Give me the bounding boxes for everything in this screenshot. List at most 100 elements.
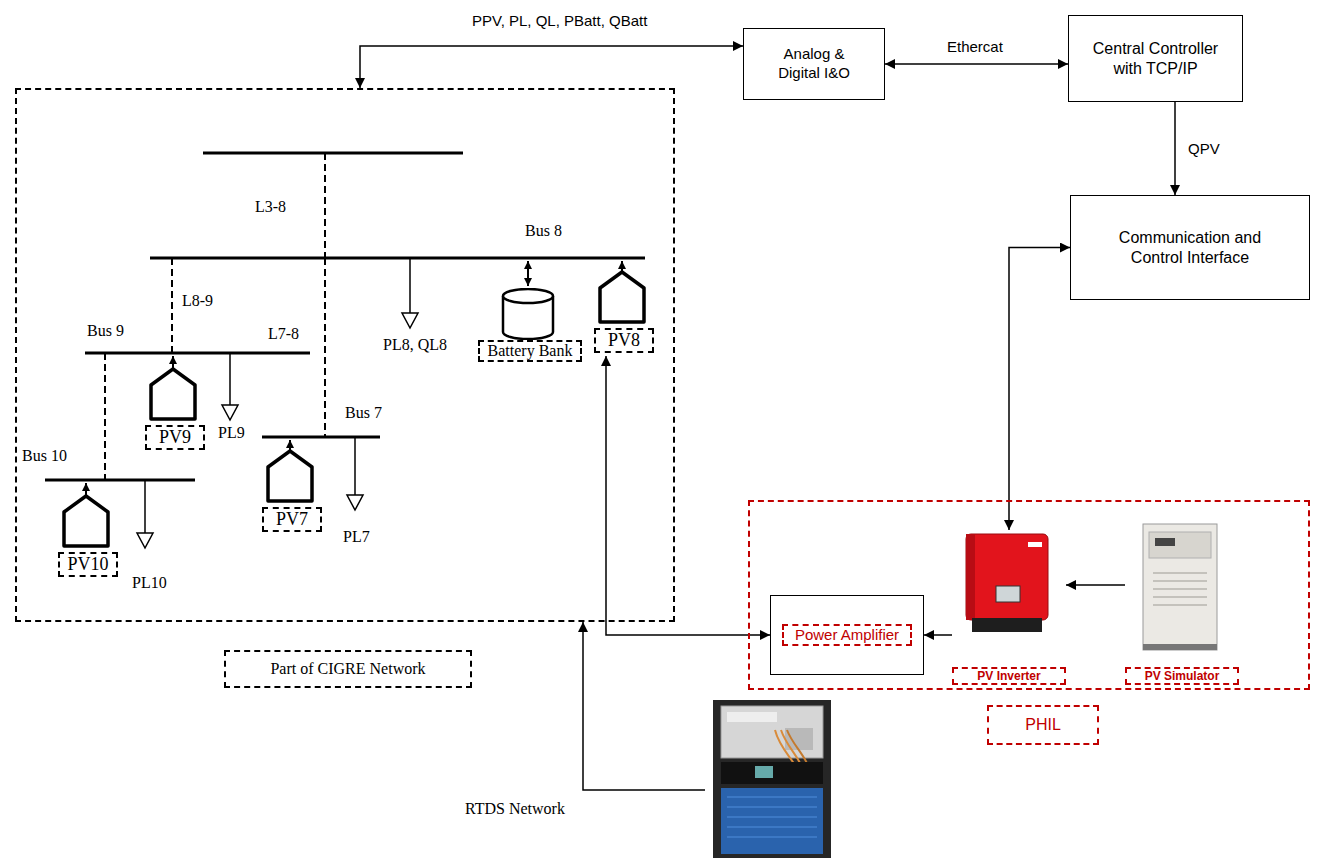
pv-unit-part xyxy=(268,451,312,501)
battery-bank-part xyxy=(503,296,553,339)
load-label: PL8, QL8 xyxy=(383,336,447,354)
region-label: Part of CIGRE Network xyxy=(224,650,472,688)
region-label: PHIL xyxy=(987,705,1099,745)
load-label: PL9 xyxy=(218,424,245,442)
node-label: PV Simulator xyxy=(1125,667,1239,685)
rtds-rack-part xyxy=(727,826,817,828)
load-symbol xyxy=(137,533,153,548)
pv-unit-symbol xyxy=(262,447,318,505)
pv-unit-part xyxy=(64,496,108,546)
battery-arrow xyxy=(527,261,529,286)
pv-inverter-part xyxy=(972,618,1042,632)
feeder-line xyxy=(324,258,326,437)
bus-label: Bus 10 xyxy=(22,447,67,465)
connector-arrow xyxy=(583,622,705,790)
connector-arrow xyxy=(360,46,743,88)
process-box: Central Controller with TCP/IP xyxy=(1068,15,1243,102)
node-label: Communication and Control Interface xyxy=(1105,228,1275,268)
connector-arrow xyxy=(1009,248,1070,531)
line-label: L3-8 xyxy=(255,198,286,216)
pv-simulator-part xyxy=(1143,524,1217,650)
bus-line xyxy=(150,257,645,260)
pv-inverter-part xyxy=(1028,542,1042,547)
pv-unit-part xyxy=(151,369,195,419)
feeder-line xyxy=(171,258,173,353)
rtds-rack: RTDS Network xyxy=(705,700,837,858)
pv-unit-symbol xyxy=(145,365,201,423)
network-region: PHILPower AmplifierPV InverterPV Simulat… xyxy=(748,500,1310,690)
pv-feed-arrow xyxy=(172,356,174,369)
pv-feed-arrow xyxy=(86,261,622,496)
load-symbol xyxy=(137,258,418,548)
process-box: Communication and Control Interface xyxy=(1070,195,1310,300)
pv-inverter-part xyxy=(996,586,1020,602)
pv-unit: PV8 xyxy=(594,268,654,356)
feeder-line xyxy=(104,353,106,480)
pv-feed-arrow xyxy=(289,440,291,451)
signal-label: QPV xyxy=(1186,140,1222,158)
pv-simulator-symbol xyxy=(1125,522,1235,654)
rtds-rack-part xyxy=(781,730,805,775)
connector-arrow xyxy=(1174,102,1176,195)
node-label: Analog & Digital I&O xyxy=(767,45,862,83)
feeder-line xyxy=(324,153,326,258)
signal-label: PPV, PL, QL, PBatt, QBatt xyxy=(470,12,649,30)
node-label: RTDS Network xyxy=(465,800,565,818)
pv-unit-part xyxy=(600,272,644,322)
rtds-rack-part xyxy=(713,700,831,858)
connector-arrow xyxy=(1066,584,1125,586)
bus-label: Bus 7 xyxy=(345,404,382,422)
load-label: PL7 xyxy=(343,528,370,546)
rtds-rack-part xyxy=(787,730,811,775)
pv-simulator-part xyxy=(1153,572,1207,574)
pv-feed-arrow xyxy=(621,261,623,272)
rtds-rack-part xyxy=(721,762,823,784)
bus-label: Bus 8 xyxy=(525,222,562,240)
load-symbol xyxy=(144,480,146,533)
rtds-rack-part xyxy=(727,816,817,818)
pv-simulator-part xyxy=(1149,532,1211,558)
bus-line xyxy=(45,479,195,482)
process-box: Analog & Digital I&O xyxy=(743,28,885,100)
node-label: Battery Bank xyxy=(478,340,582,362)
rtds-rack-symbol xyxy=(705,700,837,858)
node-label: PV9 xyxy=(145,425,205,450)
connector-arrow xyxy=(606,356,770,635)
pv-simulator-part xyxy=(1153,580,1207,582)
connector-arrow xyxy=(885,63,1068,65)
pv-unit: PV9 xyxy=(145,365,205,453)
bus-line xyxy=(203,152,463,155)
line-label: L7-8 xyxy=(268,325,299,343)
bus-line xyxy=(85,352,310,355)
node-label: Central Controller with TCP/IP xyxy=(1081,39,1231,79)
node-label: PV Inverter xyxy=(952,667,1066,685)
load-symbol xyxy=(229,353,231,405)
load-symbol xyxy=(222,405,238,420)
pv-inverter-part xyxy=(966,534,1048,620)
signal-label: Ethercat xyxy=(945,38,1005,56)
pv-inverter: PV Inverter xyxy=(952,530,1066,685)
load-label: PL10 xyxy=(132,574,167,592)
load-symbol xyxy=(409,258,411,313)
node-label: PV10 xyxy=(58,552,118,577)
pv-simulator-part xyxy=(1155,538,1175,546)
load-symbol xyxy=(354,437,356,495)
pv-simulator-part xyxy=(1153,596,1207,598)
pv-inverter-symbol xyxy=(952,530,1062,638)
node-label: PV7 xyxy=(262,507,322,532)
rtds-rack-part xyxy=(727,806,817,808)
pv-unit: PV7 xyxy=(262,447,322,535)
pv-unit: PV10 xyxy=(58,492,118,580)
process-box: Power Amplifier xyxy=(770,595,924,675)
pv-unit-symbol xyxy=(58,492,114,550)
connector-arrow xyxy=(924,634,952,636)
node-label: PV8 xyxy=(594,328,654,353)
pv-simulator-part xyxy=(1153,604,1207,606)
load-symbol xyxy=(402,313,418,328)
rtds-rack-part xyxy=(755,766,773,778)
pv-simulator: PV Simulator xyxy=(1125,522,1239,685)
